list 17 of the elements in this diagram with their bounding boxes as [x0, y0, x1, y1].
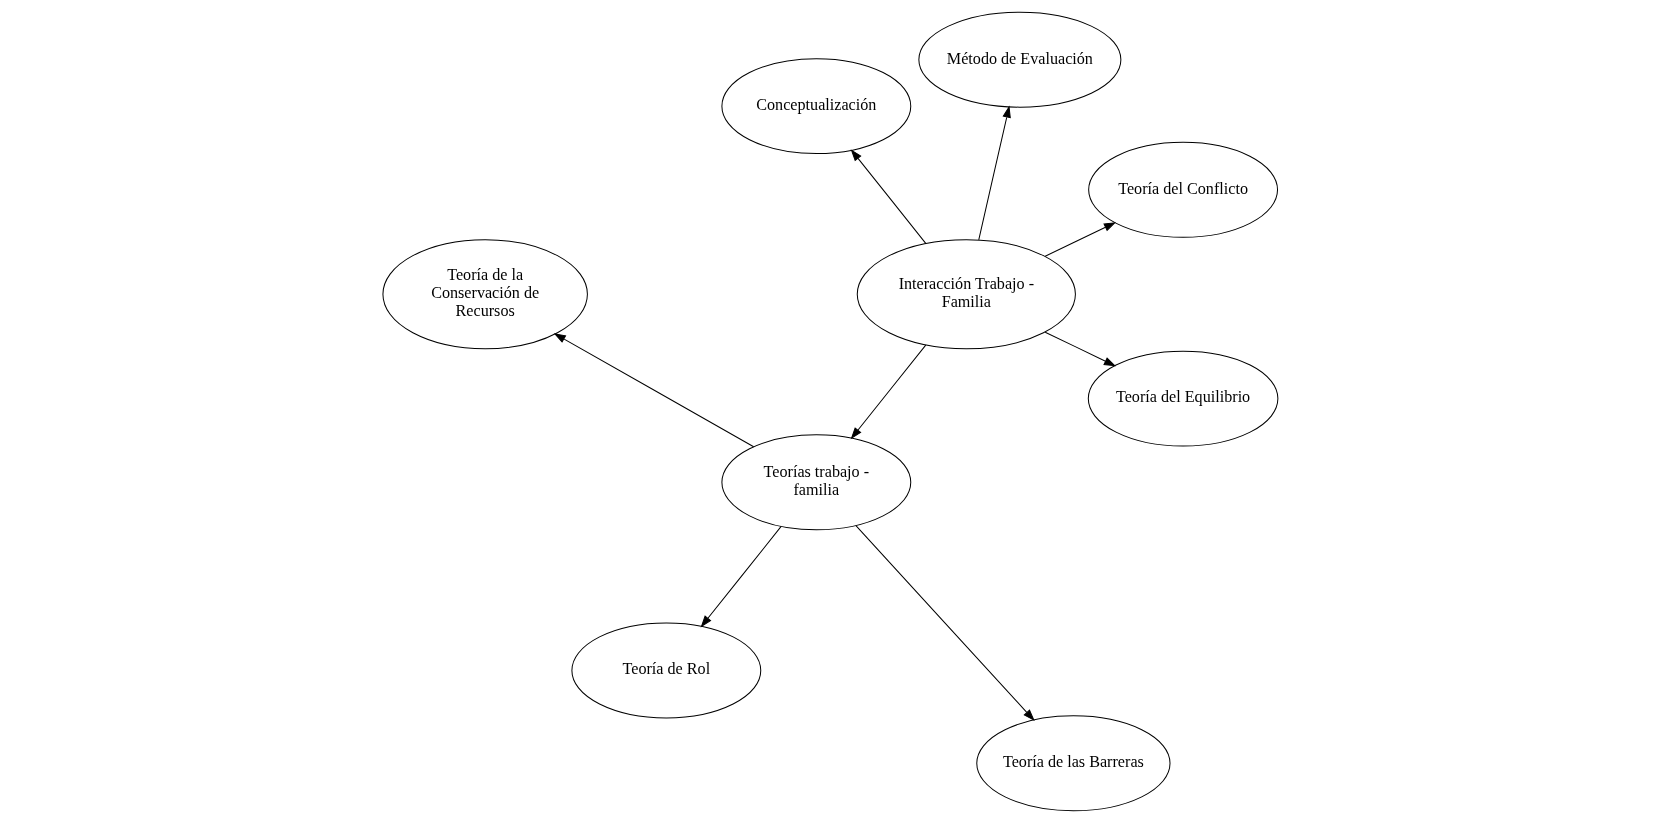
node-ellipse: Teorías trabajo - familia — [720, 434, 911, 531]
arrow — [854, 525, 1035, 722]
arrow — [700, 525, 782, 628]
node-ellipse: Teoría del Equilibrio — [1087, 350, 1278, 447]
node-ellipse: Teoría de la Conservación de Recursos — [381, 239, 588, 350]
node-ellipse: Método de Evaluación — [917, 11, 1121, 108]
node-ellipse: Interacción Trabajo - Familia — [856, 239, 1076, 350]
arrow — [1044, 222, 1116, 257]
arrow — [977, 105, 1011, 241]
node-ellipse: Conceptualización — [720, 58, 911, 155]
node-ellipse: Teoría del Conflicto — [1087, 141, 1278, 238]
arrow — [553, 333, 754, 448]
arrow — [1044, 331, 1116, 367]
arrow — [850, 149, 926, 244]
node-ellipse: Teoría de Rol — [570, 622, 761, 719]
arrow — [850, 344, 926, 440]
node-ellipse: Teoría de las Barreras — [975, 715, 1171, 812]
